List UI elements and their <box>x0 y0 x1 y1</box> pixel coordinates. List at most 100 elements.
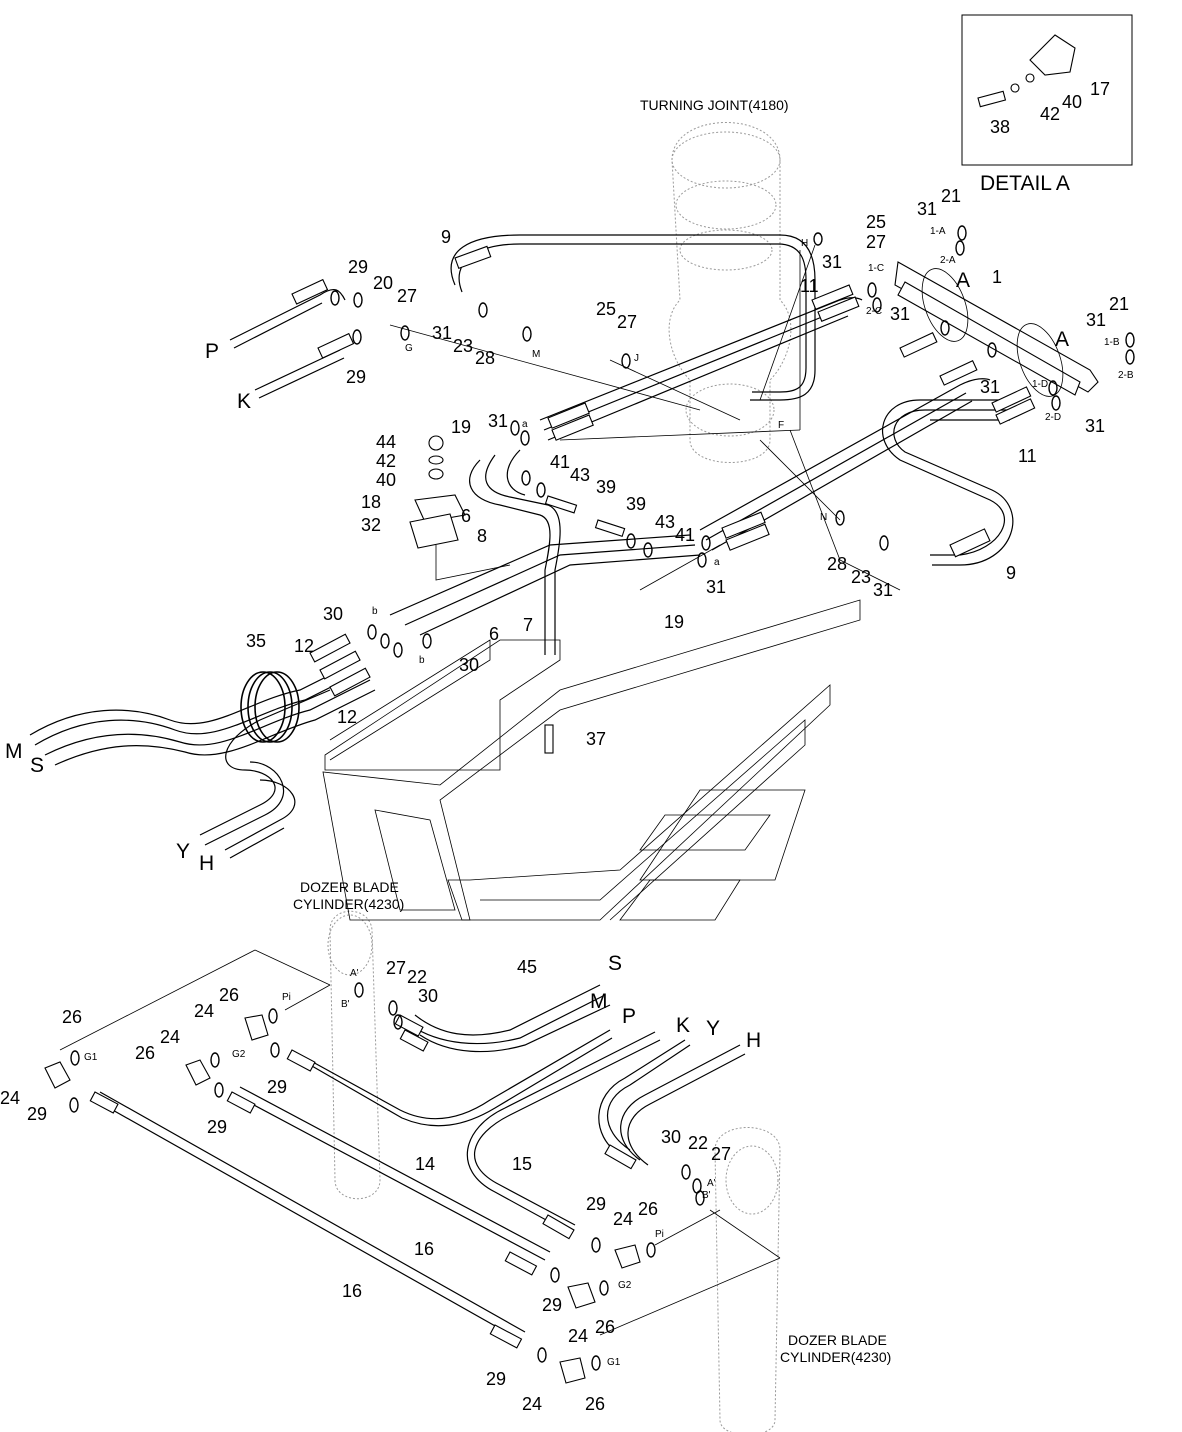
part-number-callouts: 9 25 27 21 31 29 20 27 31 11 1 25 27 31 … <box>0 186 1129 1414</box>
part-number: 27 <box>386 958 406 978</box>
part-number: 29 <box>542 1295 562 1315</box>
part-number: 6 <box>461 506 471 526</box>
part-number: 28 <box>475 348 495 368</box>
part-number: 29 <box>486 1369 506 1389</box>
caption-turning-joint: TURNING JOINT(4180) <box>640 97 789 113</box>
part-number: 24 <box>568 1326 588 1346</box>
port-tag: B' <box>702 1190 711 1201</box>
caption-dozer-cyl-1b: CYLINDER(4230) <box>293 896 404 912</box>
port-tag: G2 <box>232 1049 246 1060</box>
port-tag: 2-C <box>866 306 882 317</box>
captions: TURNING JOINT(4180) DETAIL A DOZER BLADE… <box>293 97 1070 1365</box>
hose-sleeves <box>89 245 1036 1349</box>
port-tag: G <box>405 343 413 354</box>
port-letter: P <box>622 1005 636 1028</box>
part-number: 27 <box>866 232 886 252</box>
part-number: 26 <box>585 1394 605 1414</box>
part-number: 29 <box>27 1104 47 1124</box>
part-number: 12 <box>294 636 314 656</box>
part-number: 18 <box>361 492 381 512</box>
part-number: 11 <box>800 276 819 296</box>
part-number: 31 <box>706 577 726 597</box>
lower-frame-plates <box>322 599 861 921</box>
part-number: 26 <box>135 1043 155 1063</box>
part-number: 14 <box>415 1154 435 1174</box>
part-number: 9 <box>441 227 451 247</box>
part-number: 43 <box>655 512 675 532</box>
part-number: 30 <box>418 986 438 1006</box>
leader-lines <box>59 244 901 1336</box>
port-letters: P K M S Y H A A S M P K Y H <box>5 269 1069 1052</box>
port-tag: a <box>522 419 528 430</box>
part-number: 29 <box>346 367 366 387</box>
port-tag: 1-C <box>868 263 884 274</box>
part-number: 32 <box>361 515 381 535</box>
part-number: 15 <box>512 1154 532 1174</box>
port-tag: Pi <box>282 992 291 1003</box>
part-number: 30 <box>323 604 343 624</box>
part-number: 26 <box>62 1007 82 1027</box>
part-number: 31 <box>488 411 508 431</box>
part-number: 22 <box>688 1133 708 1153</box>
port-tag: 2-D <box>1045 412 1061 423</box>
part-number: 12 <box>337 707 357 727</box>
port-tag: a <box>714 557 720 568</box>
hoses <box>29 234 1020 1341</box>
port-letter: K <box>237 390 251 413</box>
part-number: 16 <box>342 1281 362 1301</box>
manifold-block-1 <box>894 261 1099 397</box>
detail-callout: 17 <box>1090 79 1110 99</box>
port-letter: S <box>608 952 622 975</box>
part-number: 21 <box>941 186 961 206</box>
port-tag: F <box>778 420 784 431</box>
part-number: 37 <box>586 729 606 749</box>
port-tag: Pi <box>655 1229 664 1240</box>
port-tag: b <box>419 655 425 666</box>
caption-dozer-cyl-2a: DOZER BLADE <box>788 1332 887 1348</box>
caption-dozer-cyl-2b: CYLINDER(4230) <box>780 1349 891 1365</box>
part-number: 6 <box>489 624 499 644</box>
port-tag: A' <box>707 1178 716 1189</box>
part-number: 42 <box>376 451 396 471</box>
part-number: 26 <box>595 1317 615 1337</box>
part-number: 24 <box>194 1001 214 1021</box>
elbow-fittings <box>44 1014 641 1384</box>
part-number: 28 <box>827 554 847 574</box>
port-tag: J <box>634 353 639 364</box>
part-number: 30 <box>459 655 479 675</box>
part-number: 35 <box>246 631 266 651</box>
o-rings <box>69 225 1135 1371</box>
detail-a-box <box>961 14 1133 166</box>
port-tag: G1 <box>84 1052 98 1063</box>
part-number: 20 <box>373 273 393 293</box>
part-number: 31 <box>1086 310 1106 330</box>
dozer-cylinder-outline-1 <box>327 910 381 1200</box>
part-number: 22 <box>407 967 427 987</box>
part-number: 45 <box>517 957 537 977</box>
port-tag: b <box>372 606 378 617</box>
port-letter: A <box>1055 328 1069 351</box>
part-number: 7 <box>523 615 533 635</box>
detail-callout: 42 <box>1040 104 1060 124</box>
detail-callout: 40 <box>1062 92 1082 112</box>
part-number: 31 <box>873 580 893 600</box>
part-number: 9 <box>1006 563 1016 583</box>
part-number: 39 <box>596 477 616 497</box>
port-letter: Y <box>706 1017 720 1040</box>
port-tag: H <box>801 238 808 249</box>
part-number: 29 <box>348 257 368 277</box>
part-number: 31 <box>980 377 1000 397</box>
part-number: 30 <box>661 1127 681 1147</box>
port-tag: B' <box>341 999 350 1010</box>
part-number: 41 <box>550 452 570 472</box>
part-number: 1 <box>992 267 1002 287</box>
part-number: 27 <box>711 1144 731 1164</box>
part-number: 29 <box>267 1077 287 1097</box>
port-letter: H <box>199 852 214 875</box>
part-number: 24 <box>160 1027 180 1047</box>
part-number: 26 <box>638 1199 658 1219</box>
part-number: 23 <box>851 567 871 587</box>
port-tag: 2-A <box>940 255 956 266</box>
part-number: 25 <box>596 299 616 319</box>
